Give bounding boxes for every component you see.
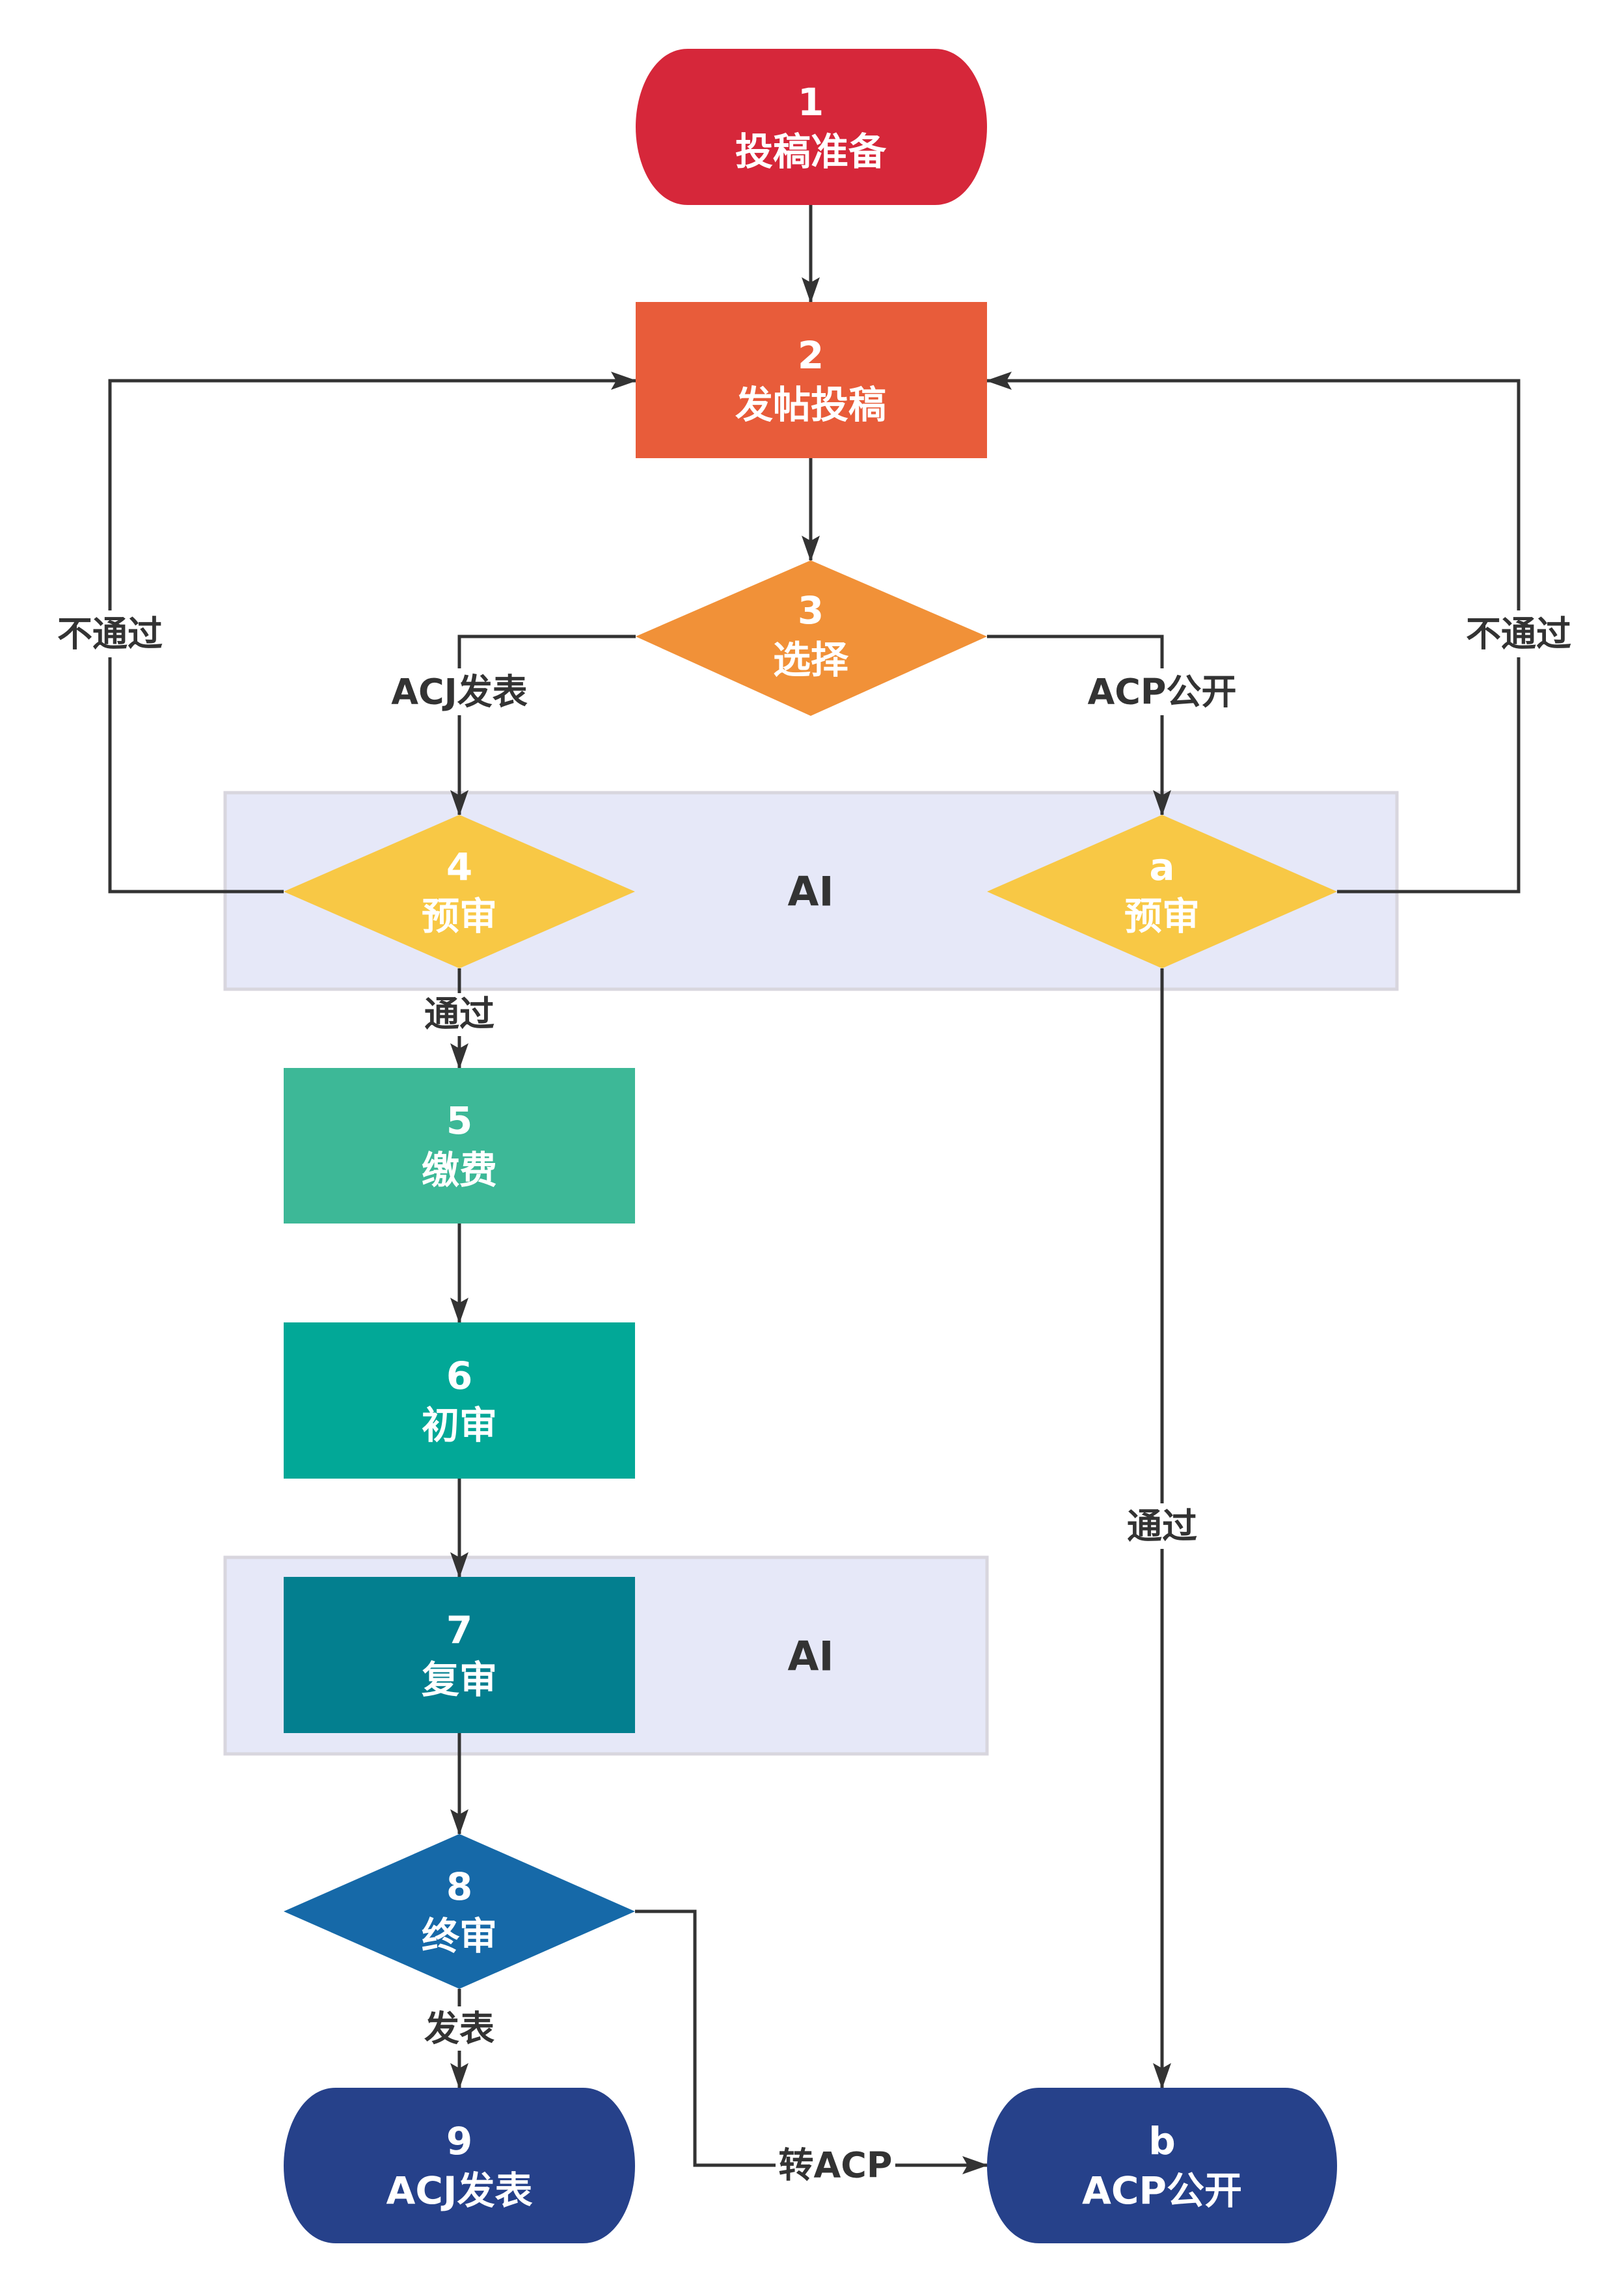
edge-label-acj: ACJ发表	[391, 672, 528, 713]
node-4-prereview[interactable]: 4 预审	[284, 815, 635, 968]
node-8-final-review[interactable]: 8 终审	[284, 1834, 635, 1989]
node-a-prereview[interactable]: a 预审	[987, 815, 1337, 968]
node-2-label: 发帖投稿	[735, 383, 886, 427]
node-a-number: a	[1149, 845, 1174, 889]
node-5-number: 5	[446, 1099, 472, 1143]
node-3-choose[interactable]: 3 选择	[636, 560, 987, 716]
node-4-number: 4	[446, 845, 472, 889]
node-5-payment[interactable]: 5 缴费	[284, 1068, 635, 1224]
edge-label-reject-right: 不通过	[1466, 614, 1571, 655]
node-6-label: 初审	[422, 1403, 497, 1447]
node-2-number: 2	[798, 333, 824, 377]
node-3-number: 3	[798, 588, 824, 633]
node-8-label: 终审	[422, 1914, 497, 1958]
node-2-post-submission[interactable]: 2 发帖投稿	[636, 302, 987, 458]
node-7-second-review[interactable]: 7 复审	[284, 1577, 635, 1733]
node-7-label: 复审	[422, 1658, 497, 1702]
node-b-number: b	[1148, 2119, 1176, 2163]
ai-group-1-label: AI	[787, 868, 833, 916]
edge-8-to-b	[635, 1909, 988, 2174]
edge-label-acp: ACP公开	[1088, 672, 1237, 713]
node-4-label: 预审	[422, 894, 497, 938]
edge-label-pass-left: 通过	[424, 994, 494, 1035]
node-7-number: 7	[446, 1608, 472, 1652]
node-b-acp-public[interactable]: b ACP公开	[987, 2088, 1337, 2243]
node-a-label: 预审	[1124, 894, 1200, 938]
edge-3-to-4	[450, 635, 636, 816]
edge-label-reject-left: 不通过	[57, 614, 163, 655]
node-1-number: 1	[798, 80, 824, 124]
node-9-acj-publish[interactable]: 9 ACJ发表	[284, 2088, 635, 2243]
node-3-label: 选择	[773, 638, 849, 682]
node-1-submission-prep[interactable]: 1 投稿准备	[636, 49, 987, 205]
node-9-number: 9	[446, 2119, 472, 2163]
node-b-label: ACP公开	[1082, 2168, 1242, 2213]
edge-label-to-acp: 转ACP	[779, 2145, 893, 2186]
node-6-initial-review[interactable]: 6 初审	[284, 1322, 635, 1479]
node-5-label: 缴费	[422, 1148, 497, 1192]
node-1-label: 投稿准备	[735, 130, 887, 174]
edge-label-pass-right: 通过	[1127, 1506, 1197, 1547]
ai-group-2-label: AI	[787, 1633, 833, 1680]
node-6-number: 6	[446, 1354, 472, 1398]
node-8-number: 8	[446, 1865, 472, 1909]
node-9-label: ACJ发表	[386, 2168, 532, 2213]
edge-3-to-a	[987, 635, 1171, 816]
edge-label-publish: 发表	[424, 2008, 494, 2049]
